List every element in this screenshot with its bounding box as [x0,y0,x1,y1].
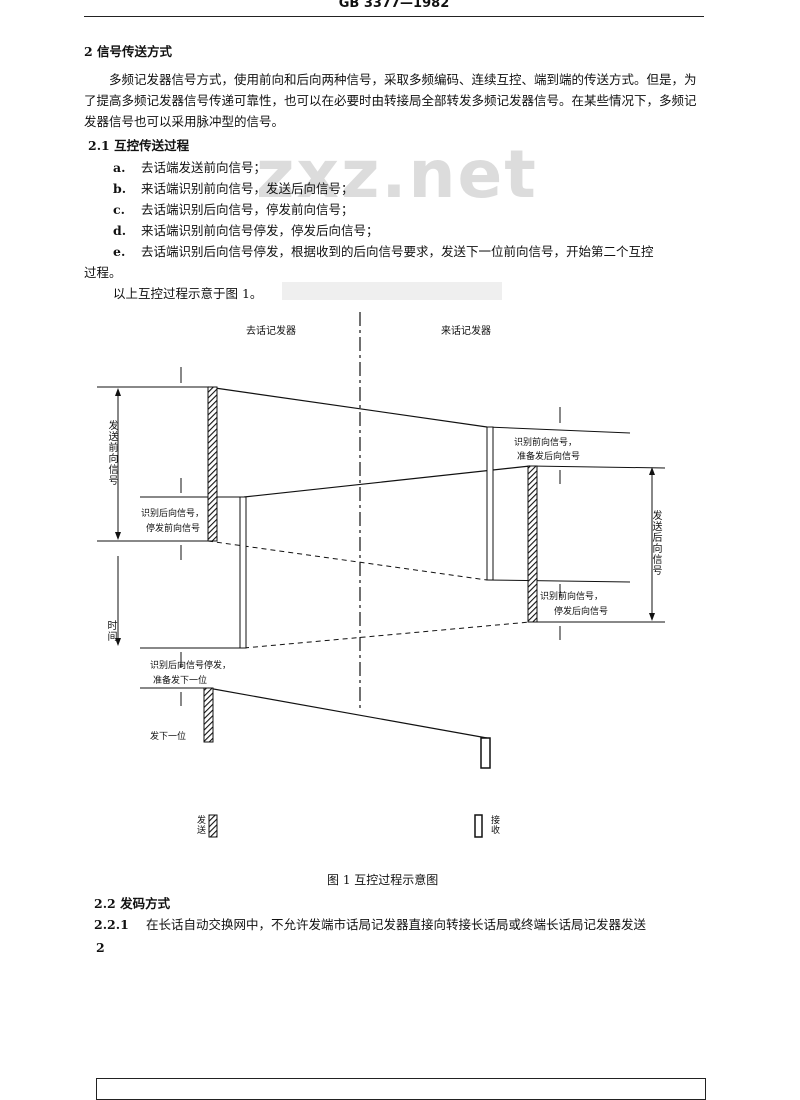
list-marker: c. [113,202,125,217]
backward-signal-stop-line [243,621,531,649]
watermark-blur-mark [282,282,502,300]
receive-backward-bar [239,496,247,649]
backward-signal-start-line [243,465,531,498]
section-2-heading: 2 信号传送方式 [84,44,173,59]
send-next-digit-label: 发下一位 [150,732,187,742]
legend-receive-swatch [474,814,483,838]
arrow-down [115,532,121,540]
clause-number: 2.2.1 [94,917,129,932]
send-backward-label: 发送后向信号 [650,510,661,576]
list-marker: a. [113,160,126,175]
arrow-up [649,467,655,475]
section-2-2-1: 2.2.1 在长话自动交换网中，不允许发端市话局记发器直接向转接长话局或终端长话局… [94,915,646,935]
time-label: 时间 [105,620,116,642]
legend-receive-label: 接收 [489,815,499,835]
identify-forward-stop-label-line1: 识别前向信号， [540,592,604,602]
list-item-e-continued: 过程。 [84,265,122,280]
list-text: 去话端发送前向信号； [141,160,267,175]
section-2-paragraph: 多频记发器信号方式，使用前向和后向两种信号，采取多频编码、连续互控、端到端的传送… [84,72,697,129]
receive-next-bar [480,737,491,769]
watermark: zxz.net [256,136,538,213]
arrow-up [115,388,121,396]
identify-backward-stop-label-line1: 识别后向信号停发， [150,661,232,671]
list-marker: d. [113,223,127,238]
section-2-2-heading: 2.2 发码方式 [94,896,171,911]
forward-signal-start-line [207,386,488,428]
forward-signal-stop-line [207,540,488,581]
originating-register-title: 去话记发器 [246,326,296,337]
list-text: 来话端识别前向信号停发，停发后向信号； [141,223,379,238]
identify-forward-label-line2: 准备发后向信号 [517,452,581,462]
time-arrow-head [115,638,121,646]
next-page-border [96,1078,706,1100]
page-header: GB 3377—1982 [84,0,704,17]
figure-caption: 图 1 互控过程示意图 [327,873,439,887]
list-item-d: d. 来话端识别前向信号停发，停发后向信号； [113,221,379,241]
list-marker: b. [113,181,127,196]
clause-text: 在长话自动交换网中，不允许发端市话局记发器直接向转接长话局或终端长话局记发器发送 [146,917,647,932]
terminating-register-title: 来话记发器 [441,326,491,337]
list-text: 来话端识别前向信号，发送后向信号； [141,181,354,196]
list-marker: e. [113,244,126,259]
page-number: 2 [96,940,105,955]
send-backward-bar [527,465,538,623]
ref-line [529,465,666,469]
arrow-down [649,613,655,621]
identify-backward-label-line2: 停发前向信号 [146,524,201,534]
standard-number: GB 3377—1982 [338,0,450,11]
identify-backward-stop-label-line2: 准备发下一位 [153,676,208,686]
list-item-e: e. 去话端识别后向信号停发，根据收到的后向信号要求，发送下一位前向信号，开始第二… [113,242,654,262]
legend-send-label: 发送 [195,815,205,835]
list-text: 去话端识别后向信号，停发前向信号； [141,202,354,217]
send-forward-label: 发送前向信号 [106,420,117,486]
list-item-c: c. 去话端识别后向信号，停发前向信号； [113,200,354,220]
ref-line [486,579,631,583]
send-forward-bar [207,386,218,542]
send-next-bar [203,687,214,743]
list-text: 去话端识别后向信号停发，根据收到的后向信号要求，发送下一位前向信号，开始第二个互… [141,244,654,259]
identify-backward-label-line1: 识别后向信号， [141,509,205,519]
identify-forward-stop-label-line2: 停发后向信号 [554,607,609,617]
ref-line [486,426,631,434]
figure-reference: 以上互控过程示意于图 1。 [113,286,263,301]
identify-forward-label-line1: 识别前向信号， [514,438,578,448]
legend-send-swatch [208,814,218,838]
list-item-b: b. 来话端识别前向信号，发送后向信号； [113,179,354,199]
receive-forward-bar [486,426,494,581]
section-2-1-heading: 2.1 互控传送过程 [88,138,190,153]
list-item-a: a. 去话端发送前向信号； [113,158,266,178]
next-forward-signal-line [207,687,488,739]
